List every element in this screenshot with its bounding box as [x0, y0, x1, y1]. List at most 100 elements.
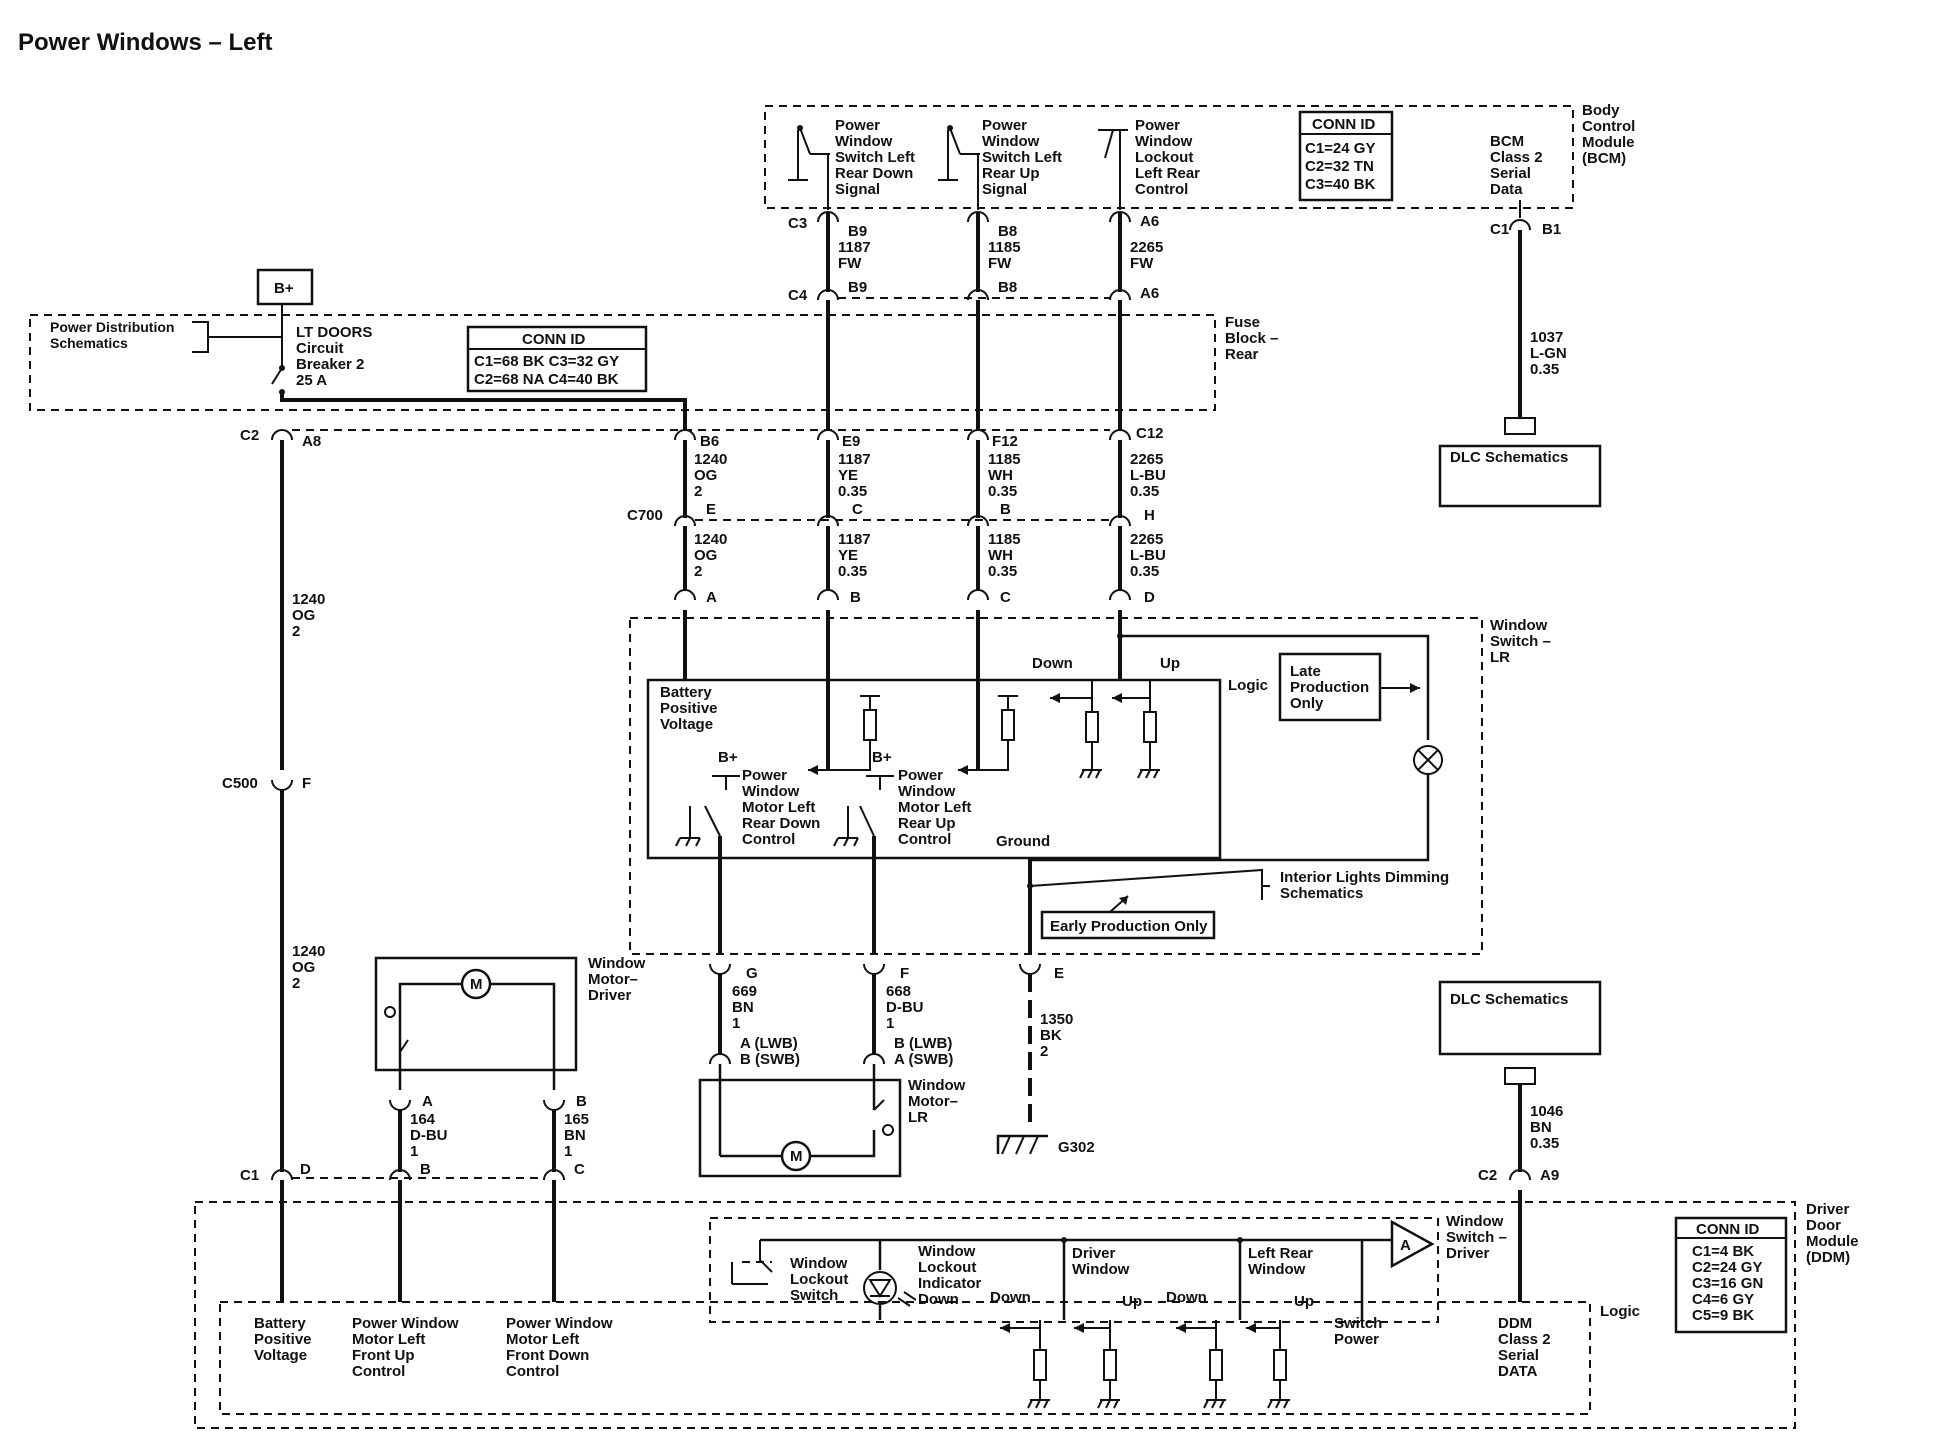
- bcm-switch-up-icon: [938, 125, 980, 181]
- svg-text:1187: 1187: [838, 451, 871, 468]
- svg-text:Switch Left: Switch Left: [835, 149, 915, 166]
- svg-text:0.35: 0.35: [838, 563, 867, 580]
- pin-e9: E9: [842, 433, 860, 450]
- dlc-schematics-box-top[interactable]: [1438, 444, 1602, 508]
- conn-id-bcm-row-3: C3=40 BK: [1305, 176, 1376, 193]
- pin-c500: C500: [222, 775, 258, 792]
- svg-text:BK: BK: [1040, 1027, 1062, 1044]
- svg-text:BN: BN: [732, 999, 754, 1016]
- svg-text:Motor–: Motor–: [588, 971, 638, 988]
- svg-text:C4=6 GY: C4=6 GY: [1692, 1291, 1754, 1308]
- wire-1240-fb-label: 1240 OG 2: [694, 451, 727, 500]
- svg-text:1: 1: [886, 1015, 894, 1032]
- bcm-signal-left-down-label: Power Window Switch Left Rear Down Signa…: [835, 117, 915, 198]
- conn-id-bcm-table: CONN ID C1=24 GY C2=32 TN C3=40 BK: [1298, 110, 1394, 202]
- driver-window-label: Driver Window: [1072, 1245, 1130, 1278]
- battery-positive-label: B+: [274, 280, 294, 297]
- svg-text:WH: WH: [988, 547, 1013, 564]
- svg-text:0.35: 0.35: [1130, 563, 1159, 580]
- svg-text:Front Down: Front Down: [506, 1347, 589, 1364]
- svg-text:BN: BN: [1530, 1119, 1552, 1136]
- svg-text:L-GN: L-GN: [1530, 345, 1567, 362]
- svg-text:Power: Power: [982, 117, 1027, 134]
- svg-text:Up: Up: [1294, 1293, 1314, 1310]
- motor-driver-pin-a: A: [422, 1093, 433, 1110]
- interior-lights-dimming-label[interactable]: Interior Lights Dimming Schematics: [1280, 869, 1449, 902]
- svg-text:Front Up: Front Up: [352, 1347, 414, 1364]
- svg-text:1240: 1240: [694, 531, 727, 548]
- svg-text:FW: FW: [988, 255, 1012, 272]
- late-production-box: Late Production Only: [1278, 652, 1420, 722]
- motor-lr-pin-b-label: B (LWB) A (SWB): [894, 1035, 953, 1068]
- svg-text:BN: BN: [564, 1127, 586, 1144]
- svg-text:Control: Control: [742, 831, 795, 848]
- svg-text:Window: Window: [1072, 1261, 1130, 1278]
- motor-up-control-label: Power Window Motor Left Rear Up Control: [898, 767, 971, 848]
- pin-c2-fuse: C2: [240, 427, 259, 444]
- svg-text:Schematics: Schematics: [1280, 885, 1363, 902]
- svg-text:Battery: Battery: [254, 1315, 306, 1332]
- ddm-name-label: Driver Door Module (DDM): [1806, 1201, 1859, 1266]
- conn-id-fuse-row-1: C1=68 BK C3=32 GY: [474, 353, 619, 370]
- lockout-switch-label: Window Lockout Switch: [790, 1255, 848, 1304]
- svg-text:0.35: 0.35: [1530, 1135, 1559, 1152]
- wire-1187-fw-label: 1187 FW: [838, 239, 871, 272]
- svg-text:Control: Control: [1135, 181, 1188, 198]
- window-switch-lr-name: Window Switch – LR: [1490, 617, 1551, 666]
- svg-text:Module: Module: [1806, 1233, 1859, 1250]
- ddm-front-up-label: Power Window Motor Left Front Up Control: [352, 1315, 459, 1380]
- wire-668-label: 668 D-BU 1: [886, 983, 924, 1032]
- wire-1240-main-label-2: 1240 OG 2: [292, 943, 325, 992]
- bcm-lockout-label: Power Window Lockout Left Rear Control: [1135, 117, 1200, 198]
- fuse-block-label-1: Fuse: [1225, 314, 1260, 331]
- switch-lr-ground-label: Ground: [996, 833, 1050, 850]
- motor-lr-pin-a-label: A (LWB) B (SWB): [740, 1035, 800, 1068]
- pin-b-c700: B: [1000, 501, 1011, 518]
- early-production-box: Early Production Only: [1040, 895, 1216, 940]
- svg-text:Power: Power: [1334, 1331, 1379, 1348]
- wire-1240-main-label-1: 1240 OG 2: [292, 591, 325, 640]
- wire-2265-lbu-c700-label: 2265 L-BU 0.35: [1130, 531, 1166, 580]
- svg-text:B (LWB): B (LWB): [894, 1035, 952, 1052]
- svg-text:165: 165: [564, 1111, 589, 1128]
- dlc-lower: DLC Schematics 1046 BN 0.35: [1438, 980, 1602, 1172]
- pulldown-down-icon: [1050, 680, 1102, 779]
- switch-lr-up-label: Up: [1160, 655, 1180, 672]
- conn-id-ddm-table: CONN ID C1=4 BK C2=24 GY C3=16 GN C4=6 G…: [1674, 1216, 1788, 1334]
- svg-text:C2=24 GY: C2=24 GY: [1692, 1259, 1762, 1276]
- svg-text:Control: Control: [506, 1363, 559, 1380]
- svg-text:Down: Down: [918, 1291, 959, 1308]
- svg-text:0.35: 0.35: [1130, 483, 1159, 500]
- svg-text:Window: Window: [918, 1243, 976, 1260]
- svg-text:Power: Power: [742, 767, 787, 784]
- svg-text:Motor Left: Motor Left: [898, 799, 971, 816]
- conn-id-fuse-table: CONN ID C1=68 BK C3=32 GY C2=68 NA C4=40…: [466, 325, 648, 393]
- svg-text:Control: Control: [898, 831, 951, 848]
- svg-text:CONN ID: CONN ID: [1696, 1221, 1760, 1238]
- svg-text:2: 2: [1040, 1043, 1048, 1060]
- switch-lr-down-label: Down: [1032, 655, 1073, 672]
- svg-text:0.35: 0.35: [988, 563, 1017, 580]
- svg-text:1350: 1350: [1040, 1011, 1073, 1028]
- svg-text:Data: Data: [1490, 181, 1523, 198]
- pin-c12: C12: [1136, 425, 1164, 442]
- svg-text:Rear Down: Rear Down: [742, 815, 820, 832]
- svg-text:Window: Window: [790, 1255, 848, 1272]
- svg-text:Down: Down: [1166, 1289, 1207, 1306]
- pullup-resistor-down-icon: [808, 695, 880, 775]
- dlc-schematics-box-bottom[interactable]: [1438, 980, 1602, 1056]
- fuse-block-rear: B+ Power Distribution Schematics LT DOOR…: [29, 268, 1278, 430]
- pin-b9-c4: B9: [848, 279, 867, 296]
- window-switch-driver-label: Window Switch – Driver: [1446, 1213, 1507, 1262]
- svg-text:Switch –: Switch –: [1490, 633, 1551, 650]
- bcm-serial-wire: C1 B1 1037 L-GN 0.35 DLC Schematics: [1438, 200, 1602, 508]
- svg-text:Switch: Switch: [1334, 1315, 1382, 1332]
- svg-text:OG: OG: [292, 959, 315, 976]
- svg-text:Driver: Driver: [1806, 1201, 1850, 1218]
- connectors-c2-c700: C2 A8 B6 E9 F12 C12 1240 OG 2 1187 YE 0.…: [240, 425, 1166, 606]
- wire-2265-fw-label: 2265 FW: [1130, 239, 1163, 272]
- svg-text:Power: Power: [1135, 117, 1180, 134]
- svg-text:LR: LR: [1490, 649, 1510, 666]
- pin-e-c700: E: [706, 501, 716, 518]
- motor-driver-pin-b: B: [576, 1093, 587, 1110]
